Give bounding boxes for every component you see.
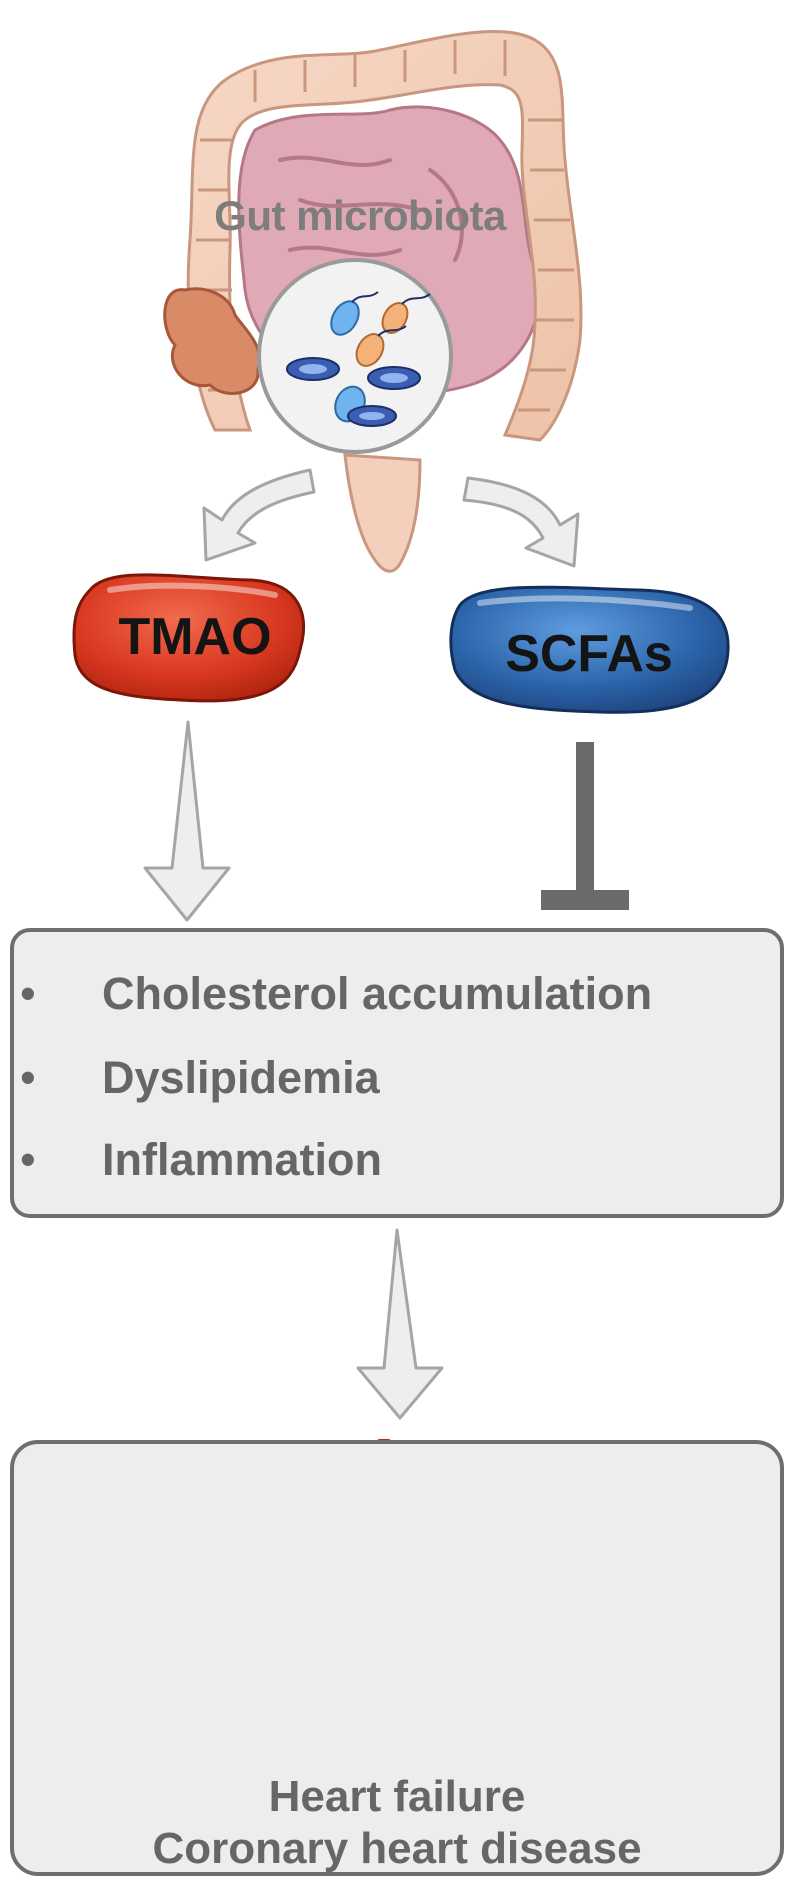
- outcome-arrow: [356, 1228, 444, 1420]
- scfas-label: SCFAs: [505, 625, 673, 683]
- intestine-illustration: [163, 29, 583, 573]
- effect-label-dyslipidemia: Dyslipidemia: [102, 1052, 380, 1103]
- bullet: •: [20, 1134, 36, 1185]
- tmao-promote-arrow: [143, 720, 231, 922]
- curved-arrow-to-tmao: [202, 468, 316, 562]
- scfas-pill: [449, 585, 730, 714]
- effect-label-cholesterol: Cholesterol accumulation: [102, 968, 653, 1019]
- scfas-inhibit-symbol: [541, 742, 629, 910]
- outcome-coronary-heart-disease: Coronary heart disease: [152, 1824, 642, 1873]
- effect-label-inflammation: Inflammation: [102, 1134, 383, 1185]
- rectum: [343, 453, 422, 573]
- bacteria-icons: [286, 291, 431, 427]
- gut-microbiota-label: Gut microbiota: [214, 192, 506, 239]
- tmao-label: TMAO: [118, 608, 272, 666]
- bullet: •: [20, 1052, 36, 1103]
- tmao-pill: [72, 573, 305, 703]
- outcome-heart-failure: Heart failure: [268, 1772, 526, 1821]
- curved-arrow-to-scfas: [462, 476, 580, 568]
- bullet: •: [20, 968, 36, 1019]
- effects-box: • Cholesterol accumulation • Dyslipidemi…: [10, 928, 784, 1218]
- colon: [186, 29, 583, 442]
- cecum: [163, 287, 261, 395]
- outcome-box: Heart failure Coronary heart disease: [10, 1440, 784, 1876]
